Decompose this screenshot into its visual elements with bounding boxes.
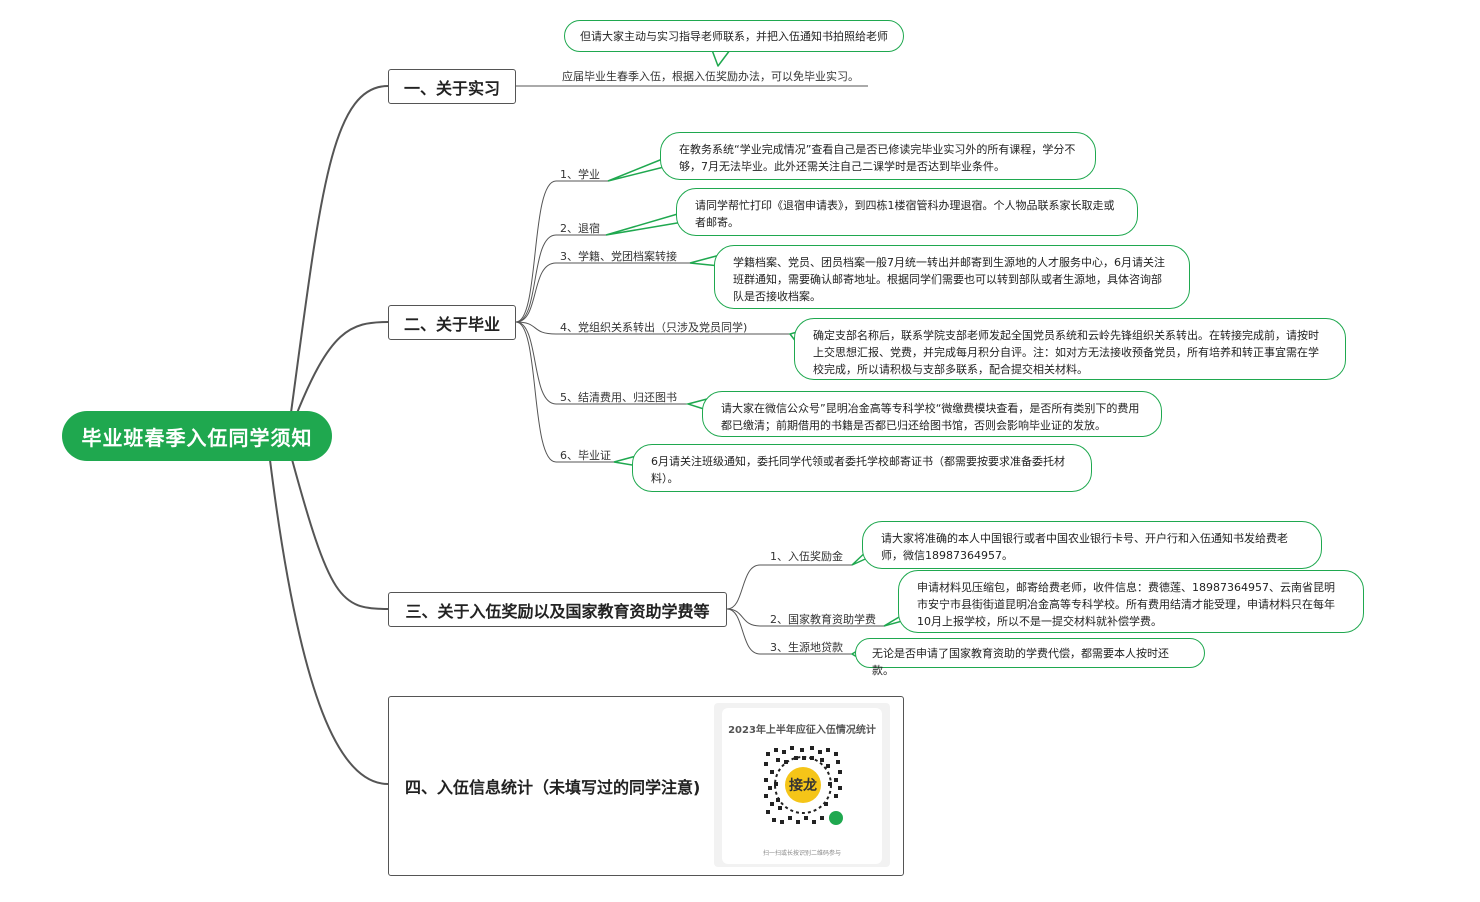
connector-root-branch2 — [294, 321, 389, 419]
graduation-item-diploma[interactable]: 6、毕业证 — [560, 449, 611, 462]
graduation-note-academic[interactable]: 在教务系统“学业完成情况”查看自己是否已修读完毕业实习外的所有课程，学分不够，7… — [660, 132, 1096, 180]
branch-enlistment-reward[interactable]: 三、关于入伍奖励以及国家教育资助学费等 — [388, 592, 727, 627]
reward-note-bonus[interactable]: 请大家将准确的本人中国银行或者中国农业银行卡号、开户行和入伍通知书发给费老师，微… — [862, 521, 1322, 569]
connector-root-branch4 — [269, 459, 389, 785]
graduation-item-party-transfer[interactable]: 4、党组织关系转出（只涉及党员同学) — [560, 321, 748, 334]
survey-qr-image[interactable]: 2023年上半年应征入伍情况统计 — [714, 703, 890, 867]
survey-card-caption: 扫一扫或长按识别二维码参与 — [762, 850, 841, 857]
reward-note-student-loan[interactable]: 无论是否申请了国家教育资助的学费代偿，都需要本人按时还款。 — [855, 638, 1205, 677]
connector-root-branch3 — [289, 451, 389, 610]
reward-note-tuition-aid[interactable]: 申请材料见压缩包，邮寄给费老师，收件信息：费德莲、18987364957、云南省… — [898, 570, 1364, 633]
graduation-note-party-transfer[interactable]: 确定支部名称后，联系学院支部老师发起全国党员系统和云岭先锋组织关系转出。在转接完… — [794, 318, 1346, 380]
branch-graduation[interactable]: 二、关于毕业 — [388, 305, 516, 340]
branch-internship[interactable]: 一、关于实习 — [388, 69, 516, 104]
graduation-note-checkout[interactable]: 请同学帮忙打印《退宿申请表》，到四栋1楼宿管科办理退宿。个人物品联系家长取走或者… — [676, 188, 1138, 236]
internship-note: 应届毕业生春季入伍，根据入伍奖励办法，可以免毕业实习。 — [562, 70, 859, 83]
qr-code-icon: 接龙 — [760, 742, 846, 828]
graduation-item-checkout[interactable]: 2、退宿 — [560, 222, 600, 235]
internship-bubble[interactable]: 但请大家主动与实习指导老师联系，并把入伍通知书拍照给老师 — [564, 20, 904, 52]
root-topic[interactable]: 毕业班春季入伍同学须知 — [62, 411, 332, 461]
graduation-item-academic[interactable]: 1、学业 — [560, 168, 600, 181]
survey-qr-card: 2023年上半年应征入伍情况统计 — [722, 708, 882, 864]
jielong-logo: 接龙 — [785, 767, 821, 803]
branch-survey-title: 四、入伍信息统计（未填写过的同学注意) — [405, 778, 701, 797]
connector-root-branch1 — [289, 85, 389, 421]
survey-card-title: 2023年上半年应征入伍情况统计 — [728, 725, 876, 736]
graduation-note-archives[interactable]: 学籍档案、党员、团员档案一般7月统一转出并邮寄到生源地的人才服务中心，6月请关注… — [714, 245, 1190, 309]
mini-program-icon — [829, 811, 843, 825]
reward-item-tuition-aid[interactable]: 2、国家教育资助学费 — [770, 613, 876, 626]
graduation-item-archives[interactable]: 3、学籍、党团档案转接 — [560, 250, 677, 263]
reward-item-bonus[interactable]: 1、入伍奖励金 — [770, 550, 843, 563]
reward-item-student-loan[interactable]: 3、生源地贷款 — [770, 641, 843, 654]
graduation-note-diploma[interactable]: 6月请关注班级通知，委托同学代领或者委托学校邮寄证书（都需要按要求准备委托材料）… — [632, 444, 1092, 492]
graduation-note-fees-books[interactable]: 请大家在微信公众号”昆明冶金高等专科学校“微缴费模块查看，是否所有类别下的费用都… — [702, 391, 1162, 437]
graduation-item-fees-books[interactable]: 5、结清费用、归还图书 — [560, 391, 677, 404]
